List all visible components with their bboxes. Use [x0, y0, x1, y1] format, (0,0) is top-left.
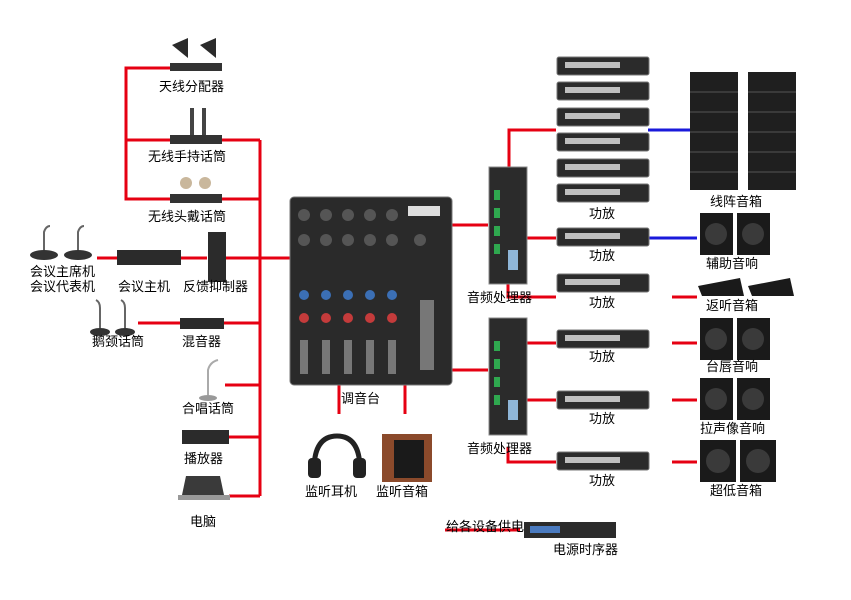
label-computer: 电脑 — [190, 515, 217, 530]
audio-processors — [488, 166, 528, 436]
label-monitor-speaker: 监听音箱 — [376, 485, 429, 500]
label-monitor-headphones: 监听耳机 — [305, 485, 358, 500]
label-amp-3: 功放 — [589, 296, 616, 311]
left-devices — [30, 38, 616, 538]
label-mixer-unit: 混音器 — [182, 335, 222, 350]
label-amp-6: 功放 — [589, 474, 616, 489]
label-wedge-monitor: 返听音箱 — [706, 299, 759, 314]
label-amp-4: 功放 — [589, 350, 616, 365]
label-antenna-distributor: 天线分配器 — [159, 80, 225, 95]
wedge-monitors — [698, 278, 794, 296]
label-player: 播放器 — [184, 452, 224, 467]
label-headset-mic: 无线头戴话筒 — [148, 210, 227, 225]
label-stage-lip: 台唇音响 — [706, 360, 759, 375]
headphones-graphic — [308, 433, 366, 478]
label-gooseneck-mic: 鹅颈话筒 — [92, 335, 145, 350]
label-feedback-suppressor: 反馈抑制器 — [183, 280, 249, 295]
label-amp-2: 功放 — [589, 249, 616, 264]
monitor-speaker-graphic — [382, 434, 432, 482]
label-handheld-mic: 无线手持话筒 — [148, 150, 227, 165]
mixing-console-graphic — [289, 196, 453, 386]
speaker-wires — [648, 128, 697, 240]
label-choir-mic: 合唱话筒 — [182, 402, 235, 417]
label-amp-5: 功放 — [589, 412, 616, 427]
speaker-feeds — [672, 295, 697, 464]
signal-wires-left — [97, 66, 290, 498]
line-array-speakers — [690, 72, 796, 190]
label-power-note: 给各设备供电 — [446, 520, 525, 535]
label-conf-host: 会议主机 — [118, 280, 171, 295]
label-conf-delegate: 会议代表机 — [30, 280, 96, 295]
label-aux-speaker: 辅助音响 — [706, 257, 759, 272]
label-processor-2: 音频处理器 — [467, 442, 533, 457]
label-subwoofer: 超低音箱 — [710, 484, 763, 499]
label-mixing-console: 调音台 — [341, 392, 381, 407]
label-processor-1: 音频处理器 — [467, 291, 533, 306]
label-line-array: 线阵音箱 — [710, 195, 763, 210]
label-amp-1: 功放 — [589, 207, 616, 222]
speaker-cones — [705, 223, 770, 473]
label-delay-speaker: 拉声像音响 — [700, 422, 766, 437]
label-power-sequencer: 电源时序器 — [553, 543, 619, 558]
label-conf-chair: 会议主席机 — [30, 265, 96, 280]
amplifier-stack — [556, 56, 650, 471]
